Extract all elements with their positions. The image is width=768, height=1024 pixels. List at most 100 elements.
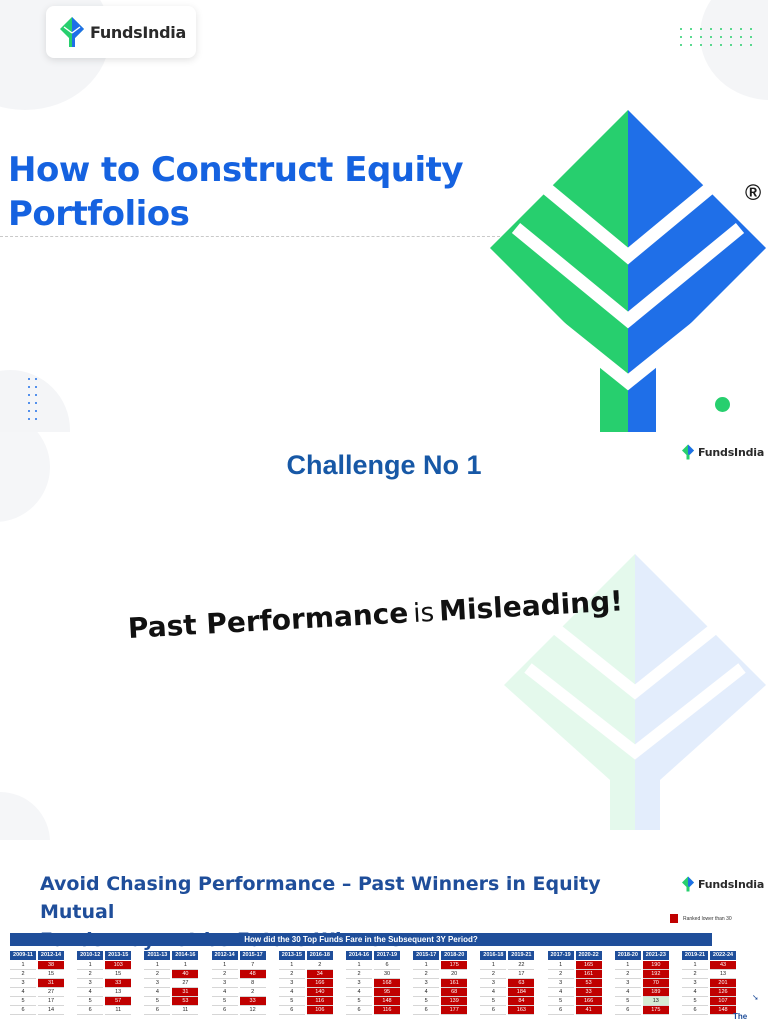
background-shape — [700, 0, 768, 100]
brand-logo[interactable]: FundsIndia — [682, 444, 764, 460]
table-cell-subsequent-rank: 1 — [172, 961, 199, 970]
table-cell-subsequent-rank: 2 — [239, 988, 266, 997]
table-column-header: 2015-17 — [413, 951, 440, 960]
table-cell-subsequent-rank: 48 — [239, 970, 266, 979]
table-cell-subsequent-rank: 27 — [38, 988, 64, 997]
table-cell-rank: 2 — [77, 970, 104, 979]
table-cell-subsequent-rank: 177 — [441, 1006, 468, 1015]
table-column-header: 2017-19 — [374, 951, 400, 960]
table-cell-subsequent-rank: 189 — [642, 988, 669, 997]
table-column-header: 2009-11 — [10, 951, 36, 960]
dot — [28, 394, 30, 396]
table-cell-subsequent-rank: 140 — [306, 988, 333, 997]
slogan-part-2: is — [412, 597, 435, 630]
dot — [750, 44, 752, 46]
table-cell-subsequent-rank: 17 — [508, 970, 535, 979]
table-cell-subsequent-rank: 40 — [172, 970, 199, 979]
table-cell-subsequent-rank: 148 — [374, 997, 400, 1006]
table-cell-rank: 4 — [10, 988, 36, 997]
legend-label: Ranked lower than 30 — [683, 915, 732, 922]
dot — [690, 44, 692, 46]
registered-mark: ® — [745, 180, 762, 205]
table-cell-rank: 5 — [346, 997, 372, 1006]
brand-logo[interactable]: FundsIndia — [682, 876, 764, 892]
table-cell-rank: 4 — [346, 988, 372, 997]
table-cell-subsequent-rank: 106 — [306, 1006, 333, 1015]
table-cell-subsequent-rank: 103 — [105, 961, 132, 970]
brand-logo-card[interactable]: FundsIndia — [46, 6, 196, 58]
table-cell-rank: 4 — [211, 988, 238, 997]
challenge-heading: Challenge No 1 — [286, 450, 482, 480]
trailing-label: The — [733, 1012, 748, 1021]
dot — [730, 28, 732, 30]
table-cell-subsequent-rank: 20 — [441, 970, 468, 979]
table-cell-subsequent-rank: 161 — [575, 970, 602, 979]
table-cell-rank: 2 — [614, 970, 641, 979]
table-cell-rank: 3 — [480, 979, 507, 988]
table-cell-rank: 4 — [547, 988, 574, 997]
table-column-header: 2014-16 — [172, 951, 199, 960]
table-cell-subsequent-rank: 8 — [239, 979, 266, 988]
table-cell-rank: 2 — [278, 970, 305, 979]
table-cell-rank: 1 — [346, 961, 372, 970]
dot — [710, 28, 712, 30]
dot — [710, 44, 712, 46]
table-column-header: 2012-14 — [38, 951, 64, 960]
table-cell-rank: 2 — [682, 970, 708, 979]
accent-dot — [715, 397, 730, 412]
table-cell-subsequent-rank: 57 — [105, 997, 132, 1006]
dot — [730, 36, 732, 38]
performance-slide: Avoid Chasing Performance – Past Winners… — [0, 840, 768, 1024]
title-line-2: Portfolios — [8, 194, 190, 234]
table-cell-subsequent-rank: 116 — [306, 997, 333, 1006]
table-cell-subsequent-rank: 38 — [38, 961, 64, 970]
table-cell-subsequent-rank: 34 — [306, 970, 333, 979]
table-cell-rank: 6 — [413, 1006, 440, 1015]
table-cell-subsequent-rank: 22 — [508, 961, 535, 970]
table-cell-rank: 6 — [614, 1006, 641, 1015]
table-cell-rank: 1 — [144, 961, 171, 970]
table-cell-rank: 1 — [547, 961, 574, 970]
table-column-header: 2020-22 — [575, 951, 602, 960]
table-cell-subsequent-rank: 139 — [441, 997, 468, 1006]
table-cell-rank: 1 — [10, 961, 36, 970]
table-cell-subsequent-rank: 107 — [710, 997, 736, 1006]
table-cell-rank: 2 — [413, 970, 440, 979]
watermark-logo-icon — [504, 554, 766, 830]
table-column-header: 2018-20 — [441, 951, 468, 960]
table-cell-subsequent-rank: 168 — [374, 979, 400, 988]
table-cell-subsequent-rank: 2 — [306, 961, 333, 970]
table-cell-subsequent-rank: 192 — [642, 970, 669, 979]
table-cell-rank: 2 — [480, 970, 507, 979]
table-cell-subsequent-rank: 11 — [105, 1006, 132, 1015]
table-column-header: 2021-23 — [642, 951, 669, 960]
table-cell-rank: 2 — [144, 970, 171, 979]
table-cell-subsequent-rank: 14 — [38, 1006, 64, 1015]
legend-swatch — [670, 914, 678, 923]
table-cell-subsequent-rank: 15 — [105, 970, 132, 979]
slogan-part-1: Past Performance — [127, 596, 410, 645]
title-line-1: Avoid Chasing Performance – Past Winners… — [40, 873, 601, 923]
table-column-header: 2019-21 — [508, 951, 535, 960]
table-cell-rank: 2 — [547, 970, 574, 979]
table-cell-rank: 1 — [211, 961, 238, 970]
table-cell-rank: 2 — [10, 970, 36, 979]
table-cell-rank: 3 — [10, 979, 36, 988]
table-cell-subsequent-rank: 126 — [710, 988, 736, 997]
table-cell-subsequent-rank: 53 — [172, 997, 199, 1006]
dot — [680, 28, 682, 30]
table-cell-rank: 3 — [144, 979, 171, 988]
table-cell-subsequent-rank: 17 — [38, 997, 64, 1006]
dot — [35, 418, 37, 420]
table-cell-subsequent-rank: 201 — [710, 979, 736, 988]
table-cell-rank: 5 — [413, 997, 440, 1006]
table-cell-subsequent-rank: 6 — [374, 961, 400, 970]
table-cell-rank: 5 — [144, 997, 171, 1006]
table-column-header: 2016-18 — [306, 951, 333, 960]
table-cell-rank: 3 — [346, 979, 372, 988]
